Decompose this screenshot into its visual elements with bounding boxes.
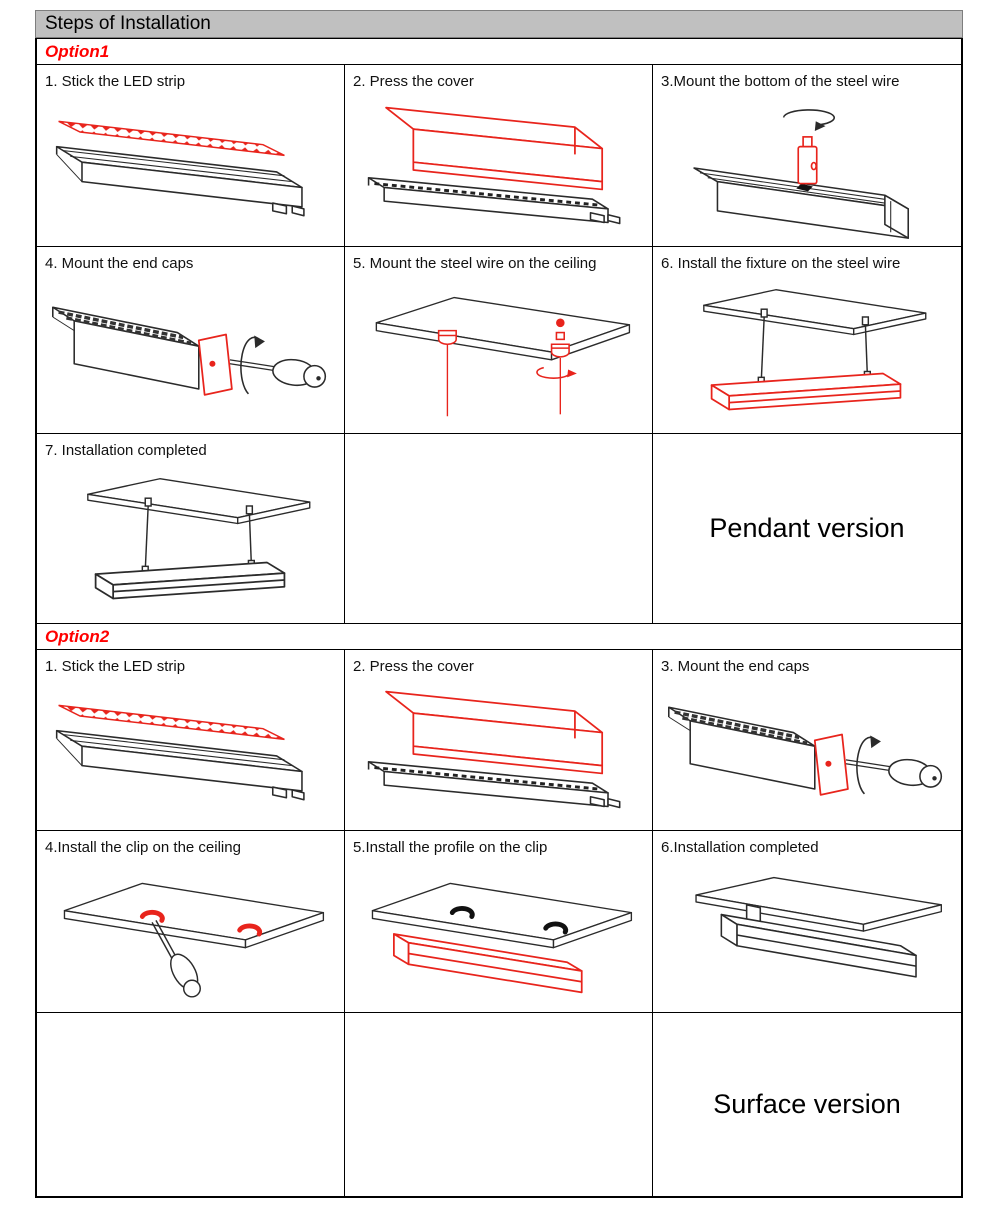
profile-on-clip-diagram-svg bbox=[351, 862, 647, 1008]
step-label: 4. Mount the end caps bbox=[45, 255, 194, 272]
pendant-completed-diagram-svg bbox=[43, 469, 339, 615]
step-cell-o2-2: 2. Press the cover bbox=[345, 650, 653, 831]
steel-wire-bottom-diagram-svg bbox=[659, 96, 955, 242]
led-strip-diagram-svg bbox=[43, 96, 339, 242]
step-label: 3. Mount the end caps bbox=[661, 658, 810, 675]
profile-on-clip-diagram bbox=[345, 857, 652, 1012]
step-label: 5.Install the profile on the clip bbox=[353, 839, 548, 856]
step-cell-o1-1: 1. Stick the LED strip bbox=[37, 65, 345, 247]
surface-completed-diagram-svg bbox=[659, 862, 955, 1008]
page-title: Steps of Installation bbox=[35, 10, 963, 38]
clip-ceiling-diagram-svg bbox=[43, 862, 339, 1008]
end-caps-diagram bbox=[653, 676, 961, 830]
option2-grid: 1. Stick the LED strip 2. Press the cove… bbox=[37, 650, 961, 1196]
pendant-fixture-diagram bbox=[653, 273, 961, 433]
empty-cell-o2-b bbox=[345, 1013, 653, 1196]
step-label: 4.Install the clip on the ceiling bbox=[45, 839, 241, 856]
step-label: 3.Mount the bottom of the steel wire bbox=[661, 73, 900, 90]
step-cell-o1-5: 5. Mount the steel wire on the ceiling bbox=[345, 247, 653, 434]
led-strip-diagram-svg bbox=[43, 680, 339, 826]
steel-wire-ceiling-diagram bbox=[345, 273, 652, 433]
step-cell-o1-3: 3.Mount the bottom of the steel wire bbox=[653, 65, 961, 247]
surface-version-cell: Surface version bbox=[653, 1013, 961, 1196]
step-cell-o1-7: 7. Installation completed bbox=[37, 434, 345, 624]
step-label: 6. Install the fixture on the steel wire bbox=[661, 255, 901, 272]
pendant-version-label: Pendant version bbox=[709, 513, 905, 543]
step-cell-o1-4: 4. Mount the end caps bbox=[37, 247, 345, 434]
step-cell-o2-4: 4.Install the clip on the ceiling bbox=[37, 831, 345, 1013]
press-cover-diagram bbox=[345, 91, 652, 246]
end-caps-diagram bbox=[37, 273, 344, 433]
step-cell-o2-5: 5.Install the profile on the clip bbox=[345, 831, 653, 1013]
led-strip-diagram bbox=[37, 91, 344, 246]
pendant-version-cell: Pendant version bbox=[653, 434, 961, 624]
installation-sheet: Steps of Installation Option1 1. Stick t… bbox=[35, 10, 963, 1198]
step-cell-o2-1: 1. Stick the LED strip bbox=[37, 650, 345, 831]
step-label: 2. Press the cover bbox=[353, 73, 474, 90]
option1-grid: 1. Stick the LED strip 2. Press the cove… bbox=[37, 65, 961, 624]
steel-wire-bottom-diagram bbox=[653, 91, 961, 246]
step-label: 6.Installation completed bbox=[661, 839, 819, 856]
press-cover-diagram-svg bbox=[351, 96, 647, 242]
end-caps-diagram-svg bbox=[43, 280, 339, 426]
surface-completed-diagram bbox=[653, 857, 961, 1012]
step-cell-o1-6: 6. Install the fixture on the steel wire bbox=[653, 247, 961, 434]
option2-heading: Option2 bbox=[37, 624, 961, 650]
pendant-fixture-diagram-svg bbox=[659, 280, 955, 426]
option1-heading: Option1 bbox=[37, 39, 961, 65]
step-label: 5. Mount the steel wire on the ceiling bbox=[353, 255, 597, 272]
pendant-completed-diagram bbox=[37, 460, 344, 623]
clip-ceiling-diagram bbox=[37, 857, 344, 1012]
surface-version-label: Surface version bbox=[713, 1089, 901, 1119]
steel-wire-ceiling-diagram-svg bbox=[351, 280, 647, 426]
step-label: 7. Installation completed bbox=[45, 442, 207, 459]
end-caps-diagram-svg bbox=[659, 680, 955, 826]
step-cell-o2-6: 6.Installation completed bbox=[653, 831, 961, 1013]
installation-table: Option1 1. Stick the LED strip 2. Press … bbox=[35, 38, 963, 1198]
empty-cell-o1 bbox=[345, 434, 653, 624]
led-strip-diagram bbox=[37, 676, 344, 830]
press-cover-diagram bbox=[345, 676, 652, 830]
step-label: 1. Stick the LED strip bbox=[45, 658, 186, 675]
press-cover-diagram-svg bbox=[351, 680, 647, 826]
empty-cell-o2-a bbox=[37, 1013, 345, 1196]
step-cell-o1-2: 2. Press the cover bbox=[345, 65, 653, 247]
step-label: 1. Stick the LED strip bbox=[45, 73, 186, 90]
step-cell-o2-3: 3. Mount the end caps bbox=[653, 650, 961, 831]
step-label: 2. Press the cover bbox=[353, 658, 474, 675]
